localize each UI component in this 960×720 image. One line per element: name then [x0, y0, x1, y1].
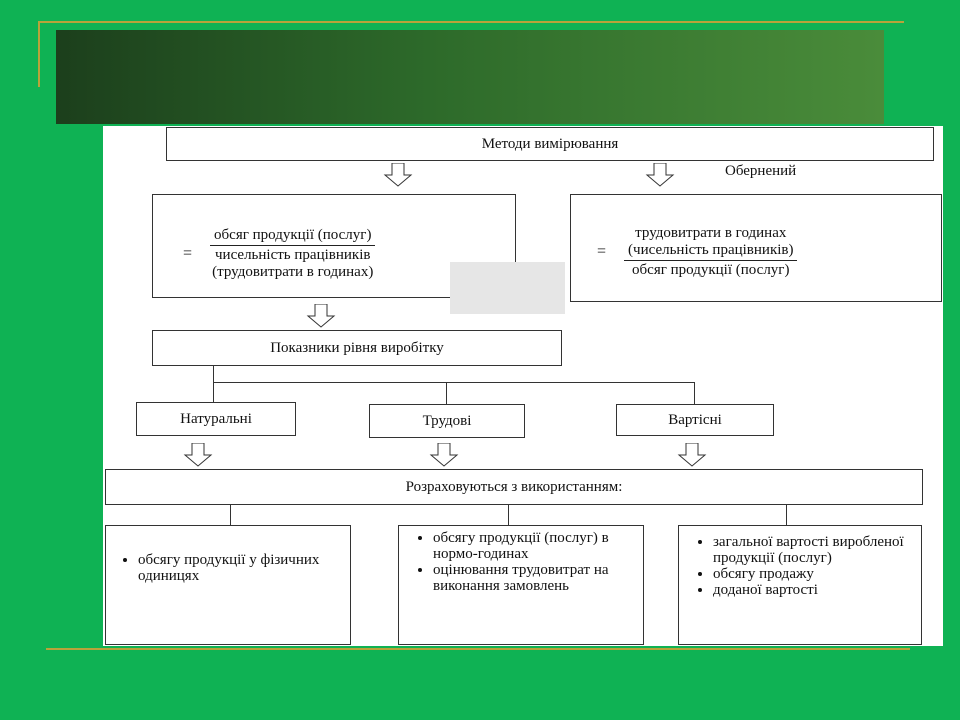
connector-line: [508, 505, 509, 525]
decor-line-bottom: [46, 648, 910, 650]
list-item: загальної вартості виробленої продукції …: [713, 534, 921, 566]
reverse-formula-box: = трудовитрати в годинах (чисельність пр…: [570, 194, 942, 302]
connector-line: [213, 366, 214, 382]
connector-line: [230, 505, 231, 525]
category-natural-box: Натуральні: [136, 402, 296, 436]
arrow-down-icon: [306, 304, 336, 328]
equals-sign: =: [183, 245, 193, 262]
decor-line-left: [38, 21, 40, 87]
category-natural-label: Натуральні: [180, 410, 252, 427]
arrow-down-icon: [677, 443, 707, 467]
category-value-label: Вартісні: [668, 411, 722, 428]
reverse-numerator-1: трудовитрати в годинах: [635, 225, 787, 241]
list-item: обсягу продажу: [713, 566, 921, 582]
category-value-box: Вартісні: [616, 404, 774, 436]
reverse-label: Обернений: [725, 163, 797, 179]
equals-sign: =: [597, 243, 607, 260]
detail-labor-box: обсягу продукції (послуг) в нормо-година…: [398, 525, 644, 645]
title-bar: [56, 30, 884, 124]
connector-line: [446, 382, 447, 404]
methods-box: Методи вимірювання: [166, 127, 934, 161]
direct-denominator-2: (трудовитрати в годинах): [212, 264, 374, 280]
arrow-down-icon: [183, 443, 213, 467]
connector-line: [786, 505, 787, 525]
list-item: оцінювання трудовитрат на виконання замо…: [433, 562, 643, 594]
direct-formula-box: = обсяг продукції (послуг) чисельність п…: [152, 194, 516, 298]
reverse-numerator-2: (чисельність працівників): [624, 242, 798, 261]
direct-denominator-1: чисельність працівників: [215, 247, 371, 263]
arrow-down-icon: [429, 443, 459, 467]
methods-label: Методи вимірювання: [481, 135, 619, 152]
calculated-box: Розраховуються з використанням:: [105, 469, 923, 505]
grey-overlay: [450, 262, 565, 314]
reverse-denominator: обсяг продукції (послуг): [632, 262, 790, 278]
decor-line-top: [38, 21, 904, 23]
detail-value-box: загальної вартості виробленої продукції …: [678, 525, 922, 645]
calculated-label: Розраховуються з використанням:: [405, 478, 623, 495]
indicators-box: Показники рівня виробітку: [152, 330, 562, 366]
arrow-down-icon: [645, 163, 675, 187]
connector-line: [213, 382, 214, 402]
category-labor-box: Трудові: [369, 404, 525, 438]
direct-numerator: обсяг продукції (послуг): [210, 227, 376, 246]
list-item: обсягу продукції (послуг) в нормо-година…: [433, 530, 643, 562]
category-labor-label: Трудові: [422, 412, 472, 429]
connector-line: [694, 382, 695, 404]
list-item: обсягу продукції у фізичних одиницях: [138, 552, 350, 584]
arrow-down-icon: [383, 163, 413, 187]
list-item: доданої вартості: [713, 582, 921, 598]
connector-line: [213, 382, 694, 383]
detail-natural-box: обсягу продукції у фізичних одиницях: [105, 525, 351, 645]
indicators-label: Показники рівня виробітку: [270, 339, 444, 356]
